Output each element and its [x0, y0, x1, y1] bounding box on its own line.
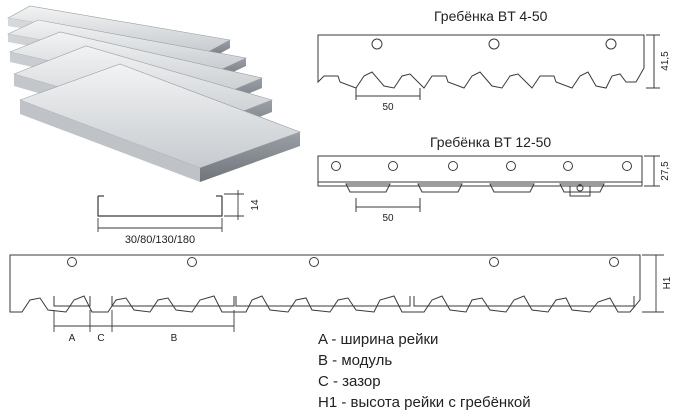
comb-bt4	[317, 34, 660, 100]
bt12-height-label: 27,5	[660, 161, 671, 181]
profile-section	[97, 190, 244, 232]
panels-illustration	[7, 5, 301, 182]
bt4-height-label: 41,5	[660, 51, 671, 71]
title-bt4: Гребёнка BT 4-50	[434, 8, 548, 24]
profile-widths-label: 30/80/130/180	[125, 234, 195, 246]
bt12-pitch-label: 50	[382, 213, 394, 224]
label-c: C	[97, 333, 104, 344]
legend-item-b: B - модуль	[318, 352, 393, 369]
label-a: A	[69, 333, 76, 344]
panel-5	[19, 63, 301, 182]
profile-height-label: 14	[250, 199, 261, 211]
long-height-label: H1	[662, 276, 673, 289]
legend: A - ширина рейки B - модуль C - зазор H1…	[318, 329, 531, 413]
legend-item-c: C - зазор	[318, 373, 381, 390]
label-b: B	[171, 333, 178, 344]
title-bt12: Гребёнка BT 12-50	[430, 134, 552, 150]
legend-item-h1: H1 - высота рейки с гребёнкой	[318, 394, 531, 411]
bt4-pitch-label: 50	[382, 102, 394, 113]
legend-item-a: A - ширина рейки	[318, 331, 439, 348]
long-comb	[9, 254, 664, 332]
comb-bt12	[317, 155, 660, 212]
